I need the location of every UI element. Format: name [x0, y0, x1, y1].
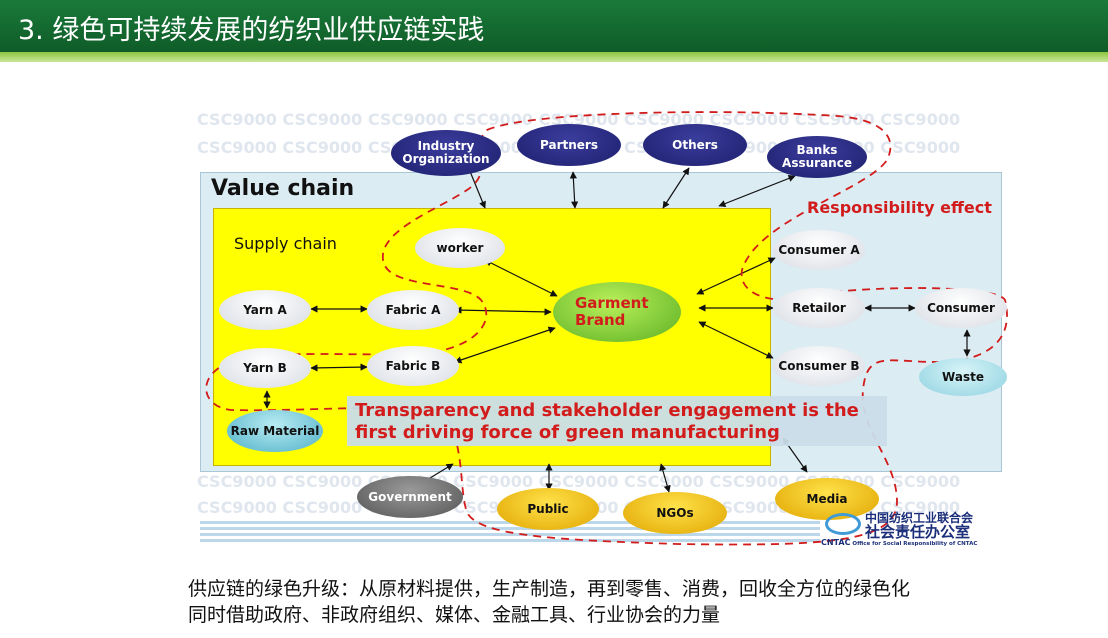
- arrow-banks-value-chain: [718, 175, 796, 207]
- arrow-brand-consumer-a: [696, 257, 776, 295]
- caption-line1: 供应链的绿色升级：从原材料提供，生产制造，再到零售、消费，回收全方位的绿色化: [188, 578, 911, 600]
- key-message-line1: Transparency and stakeholder engagement …: [355, 400, 859, 421]
- node-ngos: NGOs: [623, 492, 727, 534]
- key-message-line2: first driving force of green manufacturi…: [355, 422, 780, 443]
- cntac-logo-name-line2: 社会责任办公室: [865, 523, 971, 541]
- cntac-logo-english: CNTAC Office for Social Responsibility o…: [821, 538, 977, 547]
- node-consumer: Consumer: [915, 288, 1007, 328]
- node-worker: worker: [415, 228, 505, 268]
- responsibility-boundary: [205, 111, 1008, 546]
- caption-line2: 同时借助政府、非政府组织、媒体、金融工具、行业协会的力量: [188, 604, 721, 626]
- responsibility-effect-label: Responsibility effect: [807, 198, 992, 217]
- key-message-banner: [347, 396, 887, 446]
- node-consumer-b: Consumer B: [773, 346, 865, 386]
- arrow-others-value-chain: [662, 167, 690, 209]
- node-public: Public: [497, 488, 599, 530]
- node-raw-material: Raw Material: [227, 410, 323, 452]
- cntac-logo-name-line1: 中国纺织工业联合会: [865, 511, 974, 525]
- header-accent-stripe: [0, 52, 1108, 62]
- node-retailor: Retailor: [773, 288, 865, 328]
- cntac-logo-mark: [825, 513, 861, 535]
- arrow-fabric-b-brand: [454, 326, 556, 364]
- node-yarn-b: Yarn B: [219, 348, 311, 388]
- arrow-yarn-b-fabric-b: [310, 363, 368, 372]
- node-media: Media: [775, 478, 879, 520]
- value-chain-diagram: CSC9000 CSC9000 CSC9000 CSC9000 CSC9000 …: [197, 100, 1009, 550]
- slide-header: 3. 绿色可持续发展的纺织业供应链实践: [0, 0, 1108, 52]
- node-government: Government: [357, 476, 463, 518]
- slide-title: 3. 绿色可持续发展的纺织业供应链实践: [18, 15, 485, 46]
- arrow-brand-consumer-b: [698, 321, 774, 359]
- arrow-partners-value-chain: [569, 171, 579, 209]
- arrow-ngos: [659, 463, 671, 493]
- node-others: Others: [643, 124, 747, 166]
- supply-chain-label: Supply chain: [234, 234, 337, 253]
- cntac-logo-en-text: Office for Social Responsibility of CNTA…: [852, 541, 978, 547]
- node-consumer-a: Consumer A: [773, 230, 865, 270]
- value-chain-label: Value chain: [211, 176, 355, 201]
- watermark-row: CSC9000 CSC9000 CSC9000 CSC9000 CSC9000 …: [197, 110, 961, 129]
- arrow-worker-brand: [484, 259, 558, 297]
- key-message-text: Transparency and stakeholder engagement …: [355, 400, 859, 444]
- node-industry-organization: Industry Organization: [391, 130, 501, 176]
- node-partners: Partners: [517, 124, 621, 166]
- node-waste: Waste: [919, 358, 1007, 396]
- connector-arrows: [205, 111, 1008, 546]
- cntac-logo-abbr: CNTAC: [821, 538, 851, 547]
- node-fabric-a: Fabric A: [367, 290, 459, 330]
- node-garment-brand: Garment Brand: [553, 282, 681, 342]
- node-banks-assurance: Banks Assurance: [767, 136, 867, 178]
- node-yarn-a: Yarn A: [219, 290, 311, 330]
- node-fabric-b: Fabric B: [367, 346, 459, 386]
- arrow-fabric-a-brand: [454, 306, 552, 316]
